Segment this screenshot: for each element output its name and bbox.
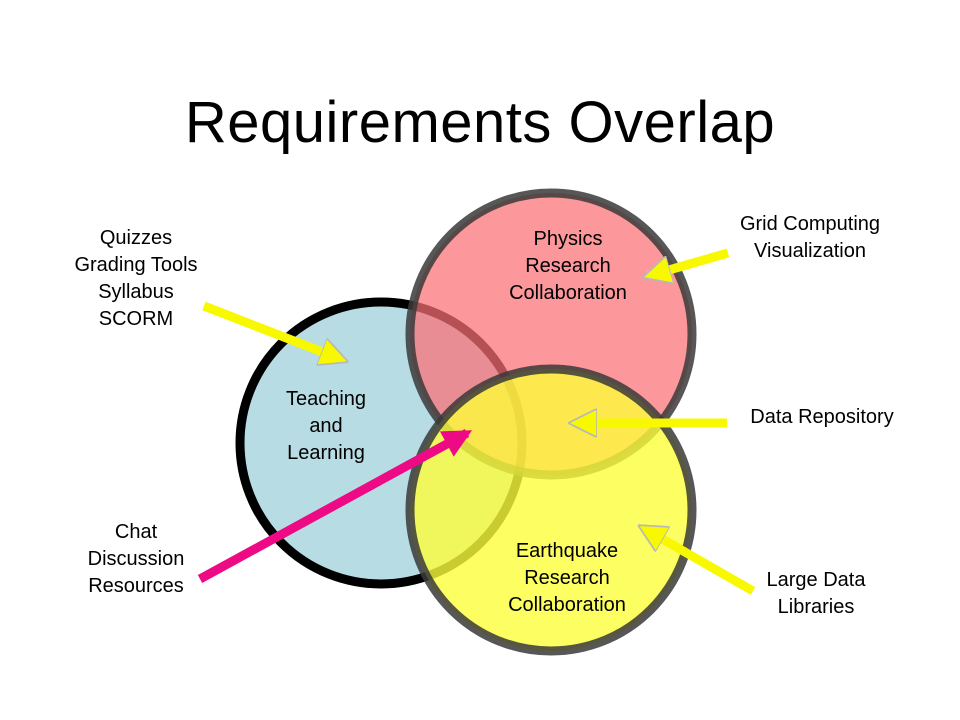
large-data-callout-line: Large Data bbox=[766, 569, 866, 591]
physics-label-line: Collaboration bbox=[509, 282, 627, 304]
quizzes-callout-line: SCORM bbox=[98, 308, 174, 330]
teaching-label-line: Learning bbox=[287, 442, 365, 464]
earthquake-label-line: Collaboration bbox=[508, 594, 626, 616]
earthquake-label-line: Research bbox=[524, 567, 610, 589]
grid-callout: Grid Computing Visualization bbox=[718, 211, 902, 265]
grid-callout-line: Visualization bbox=[754, 240, 866, 262]
page-title: Requirements Overlap bbox=[184, 90, 776, 155]
earthquake-label: Earthquake Research Collaboration bbox=[487, 538, 647, 619]
chat-callout: Chat Discussion Resources bbox=[66, 519, 206, 600]
earthquake-circle bbox=[405, 364, 697, 656]
chat-arrow bbox=[197, 429, 473, 583]
data-repository-callout-line: Data Repository bbox=[750, 406, 894, 428]
chat-callout-line: Chat bbox=[114, 521, 158, 543]
large-data-callout-line: Libraries bbox=[777, 596, 855, 618]
grid-callout-line: Grid Computing bbox=[739, 213, 881, 235]
teaching-label: Teaching and Learning bbox=[266, 386, 386, 467]
quizzes-callout-line: Grading Tools bbox=[74, 254, 198, 276]
grid-arrow bbox=[648, 248, 730, 276]
chat-callout-line: Discussion bbox=[87, 548, 185, 570]
earthquake-label-line: Earthquake bbox=[515, 540, 619, 562]
quizzes-callout-line: Syllabus bbox=[98, 281, 174, 303]
quizzes-arrow bbox=[202, 301, 343, 360]
physics-label-line: Research bbox=[525, 255, 611, 277]
large-data-arrow bbox=[643, 524, 756, 595]
teaching-label-line: and bbox=[309, 415, 343, 437]
chat-callout-line: Resources bbox=[88, 575, 184, 597]
physics-label: Physics Research Collaboration bbox=[488, 226, 648, 307]
quizzes-callout-line: Quizzes bbox=[99, 227, 173, 249]
data-repository-callout: Data Repository bbox=[730, 404, 914, 431]
teaching-label-line: Teaching bbox=[285, 388, 367, 410]
quizzes-callout: Quizzes Grading Tools Syllabus SCORM bbox=[56, 225, 216, 333]
large-data-callout: Large Data Libraries bbox=[746, 567, 886, 621]
physics-label-line: Physics bbox=[533, 228, 603, 250]
